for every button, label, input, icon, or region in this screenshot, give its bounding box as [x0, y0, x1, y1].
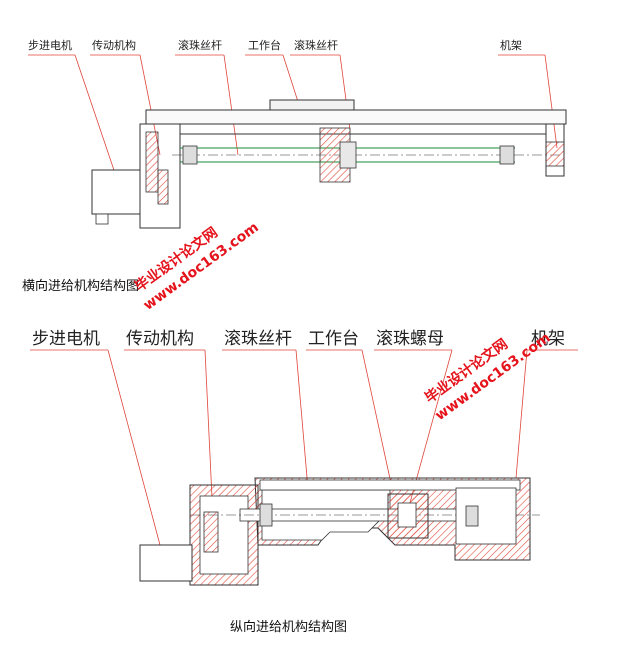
bottom-label-motor: 步进电机 — [32, 329, 100, 349]
watermark-1: 毕业设计论文网 www.doc163.com — [131, 219, 261, 313]
transverse-feed-drawing: 步进电机 传动机构 滚珠丝杆 工作台 滚珠丝杆 机架 横向进给机构结构图 — [22, 38, 567, 294]
bottom-label-frame: 机架 — [531, 329, 565, 349]
top-label-transmission: 传动机构 — [92, 38, 136, 52]
bottom-label-transmission: 传动机构 — [126, 329, 194, 349]
top-motor-foot — [95, 213, 109, 225]
top-frame-beam — [145, 109, 567, 125]
top-label-ballscrew-2: 滚珠丝杆 — [294, 38, 338, 52]
top-leader-lines — [74, 54, 558, 183]
top-label-motor: 步进电机 — [28, 38, 72, 52]
bottom-stepper-motor — [139, 544, 193, 582]
top-label-ballscrew: 滚珠丝杆 — [178, 38, 222, 52]
bottom-end-bearing — [465, 505, 479, 527]
bottom-caption: 纵向进给机构结构图 — [230, 619, 347, 635]
bottom-worktable — [259, 479, 521, 491]
top-label-worktable: 工作台 — [248, 38, 281, 52]
bottom-end-bearing-housing — [455, 487, 517, 545]
bottom-nut-core — [397, 502, 417, 528]
top-worktable — [269, 99, 355, 111]
top-gear-stack — [145, 131, 159, 193]
top-right-bearing — [499, 145, 515, 165]
top-nut-flange — [339, 141, 357, 169]
top-pinion — [157, 169, 169, 205]
bottom-label-worktable: 工作台 — [308, 329, 359, 349]
top-caption: 横向进给机构结构图 — [22, 278, 139, 294]
top-label-frame: 机架 — [500, 38, 522, 52]
bottom-label-ballscrew: 滚珠丝杆 — [224, 329, 292, 349]
top-left-bearing — [182, 145, 198, 165]
bottom-left-bearing — [259, 503, 273, 527]
bottom-label-ballnut: 滚珠螺母 — [376, 329, 444, 349]
bottom-gear-stack — [203, 511, 219, 553]
top-stepper-motor — [91, 169, 141, 215]
top-end-bearing — [545, 141, 565, 167]
longitudinal-feed-drawing: 步进电机 传动机构 滚珠丝杆 工作台 滚珠螺母 机架 纵向进给机构结构图 — [30, 329, 578, 635]
